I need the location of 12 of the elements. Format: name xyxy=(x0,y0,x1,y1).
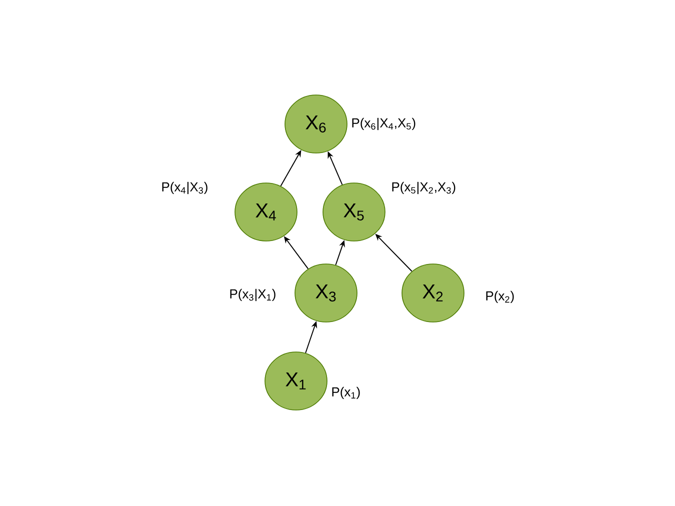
variable-node: X$_{6}$ xyxy=(284,94,348,154)
probability-label: P(x$_{1}$) xyxy=(332,386,360,400)
probability-label: P(x$_{3}$|X$_{1}$) xyxy=(230,288,276,302)
variable-node: X$_{5}$ xyxy=(322,182,386,242)
variable-node: X$_{2}$ xyxy=(402,264,464,322)
probability-label: P(x$_{5}$|X$_{2}$,X$_{3}$) xyxy=(392,182,456,194)
probability-label: P(x$_{6}$|X$_{4}$,X$_{5}$) xyxy=(352,118,416,130)
variable-node: X$_{3}$ xyxy=(294,264,358,322)
probability-label: P(x$_{4}$|X$_{3}$) xyxy=(162,182,208,194)
variable-node: X$_{4}$ xyxy=(234,182,298,242)
variable-node: X$_{1}$ xyxy=(264,352,328,410)
probability-label: P(x$_{2}$) xyxy=(486,290,514,304)
